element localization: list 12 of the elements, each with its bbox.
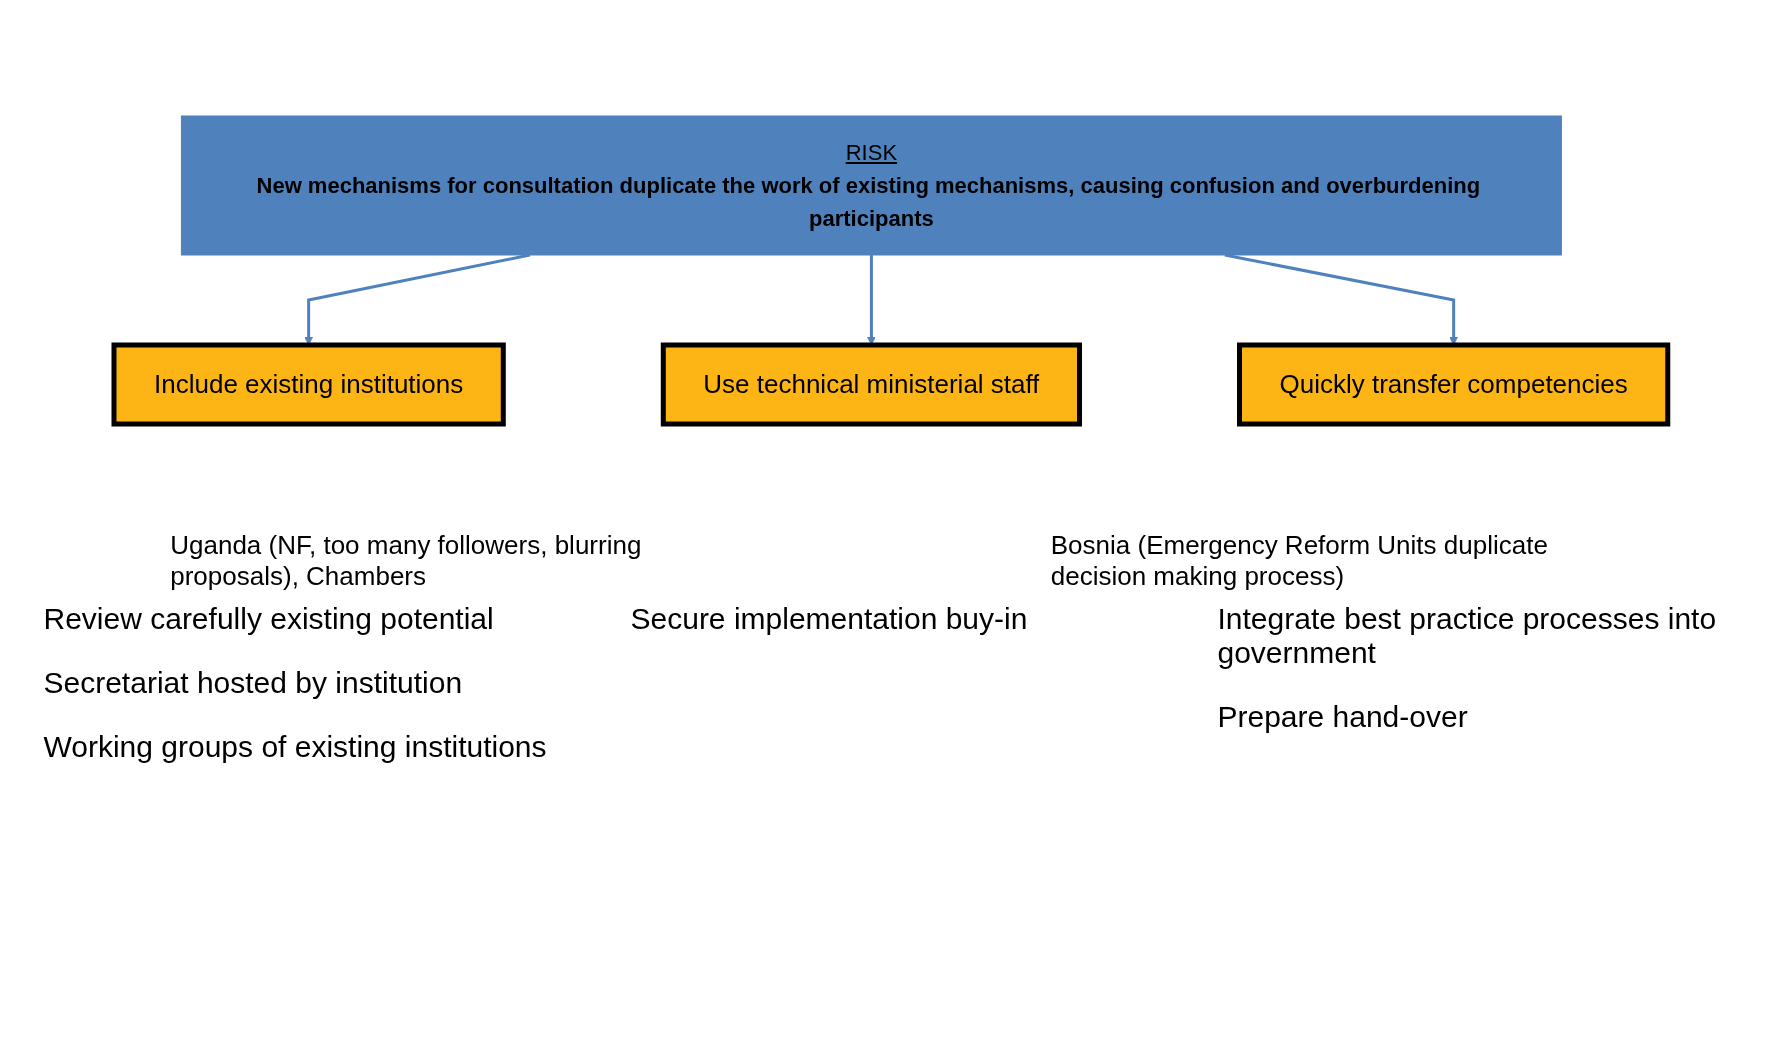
- node-box: Include existing institutions: [111, 342, 506, 427]
- action-text: Integrate best practice processes into government: [1217, 602, 1718, 670]
- action-text: Secretariat hosted by institution: [43, 666, 464, 700]
- node-box: Use technical ministerial staff: [660, 342, 1082, 427]
- action-text: Prepare hand-over: [1217, 700, 1469, 734]
- action-text: Review carefully existing potential: [43, 602, 495, 636]
- example-note: Uganda (NF, too many followers, blurring proposals), Chambers: [170, 530, 643, 592]
- example-note: Bosnia (Emergency Reform Units duplicate decision making process): [1050, 530, 1549, 592]
- node-box: RISK New mechanisms for consultation duplicate the work of existing mechanisms, causing confusion and overburdening participants: [180, 115, 1562, 256]
- action-text: Secure implementation buy-in: [630, 602, 1029, 636]
- node-box: Quickly transfer competencies: [1236, 342, 1670, 427]
- action-text: Working groups of existing institutions: [43, 730, 548, 764]
